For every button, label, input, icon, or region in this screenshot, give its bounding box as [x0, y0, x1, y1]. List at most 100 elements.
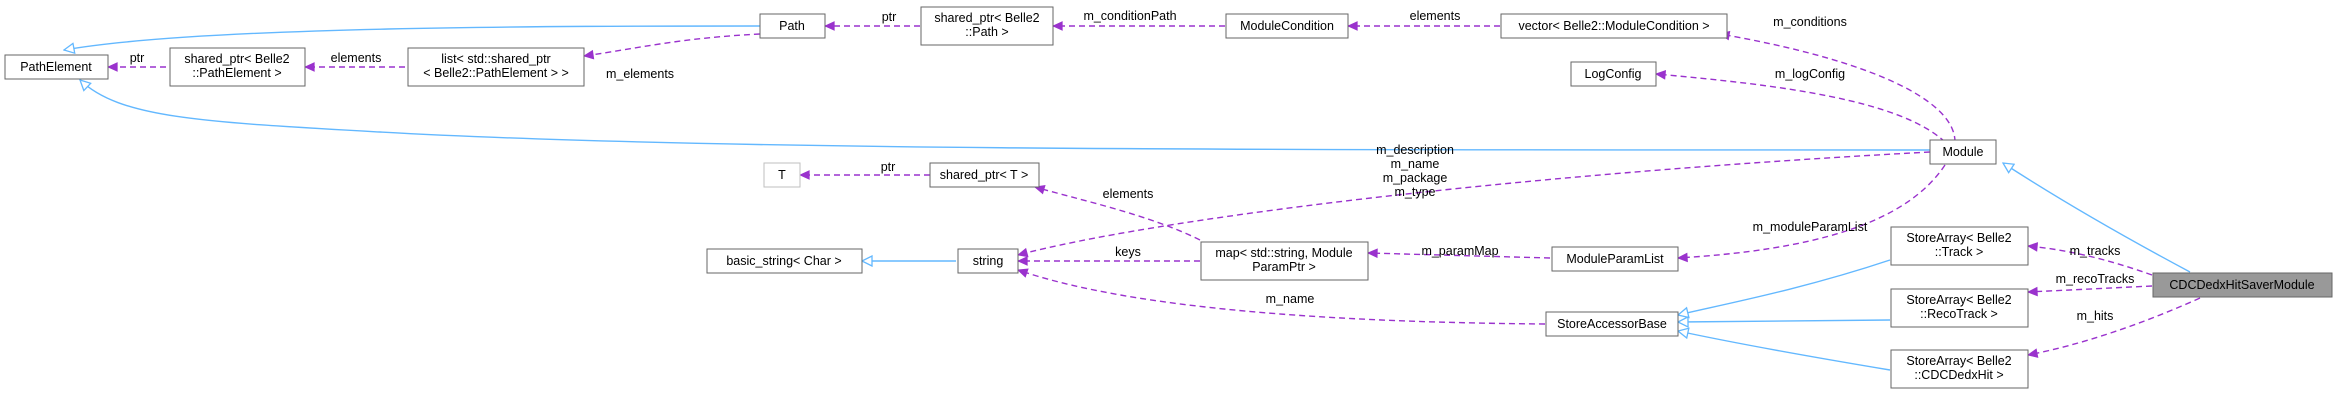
node-label: T [778, 168, 786, 182]
node-log-config[interactable]: LogConfig [1570, 61, 1657, 87]
text-line: CDCDedxHitSaverModule [2169, 278, 2314, 292]
node-list-shared-ptr[interactable]: list< std::shared_ptr< Belle2::PathEleme… [407, 47, 585, 87]
edge-m-reco-tracks [2028, 285, 2153, 292]
edge-label-ptr-path-element: ptr [130, 51, 145, 65]
node-t[interactable]: T [763, 162, 801, 188]
node-store-array-reco-track[interactable]: StoreArray< Belle2::RecoTrack > [1890, 288, 2029, 328]
text-line: m_moduleParamList [1753, 220, 1868, 234]
node-store-accessor-base[interactable]: StoreAccessorBase [1545, 311, 1679, 337]
text-line: m_description [1376, 143, 1454, 157]
edge-label-m-condition-path: m_conditionPath [1083, 9, 1176, 23]
node-label: shared_ptr< Belle2::Path > [934, 11, 1039, 39]
edge-m-conditions [1720, 34, 1956, 143]
node-module-param-list[interactable]: ModuleParamList [1551, 246, 1679, 272]
edge-label-elements-condition: elements [1410, 9, 1461, 23]
text-line: elements [1410, 9, 1461, 23]
node-string[interactable]: string [957, 248, 1019, 274]
text-line: m_package [1383, 171, 1448, 185]
node-store-array-cdc-dedx-hit[interactable]: StoreArray< Belle2::CDCDedxHit > [1890, 349, 2029, 389]
node-module-condition[interactable]: ModuleCondition [1225, 13, 1349, 39]
text-line: map< std::string, Module [1215, 246, 1352, 260]
edge-elements-string [1035, 187, 1201, 241]
edge-module-inherits-path-element [80, 80, 1931, 151]
edge-m-name-accessor [1018, 270, 1546, 325]
text-line: string [973, 254, 1004, 268]
edge-label-ptr-t: ptr [881, 160, 896, 174]
node-label: shared_ptr< Belle2::PathElement > [184, 52, 289, 80]
edge-m-elements [584, 33, 761, 56]
edge-labels: ptr elements m_elements ptr m_conditionP… [130, 9, 2135, 323]
node-label: ModuleParamList [1566, 252, 1664, 266]
text-line: ModuleParamList [1566, 252, 1664, 266]
node-shared-ptr-path[interactable]: shared_ptr< Belle2::Path > [920, 6, 1054, 46]
node-basic-string[interactable]: basic_string< Char > [706, 248, 863, 274]
node-label: shared_ptr< T > [940, 168, 1029, 182]
text-line: m_name [1391, 157, 1440, 171]
edges [64, 25, 2201, 371]
node-store-array-track[interactable]: StoreArray< Belle2::Track > [1890, 226, 2029, 266]
text-line: ::Path > [965, 25, 1008, 39]
text-line: vector< Belle2::ModuleCondition > [1518, 19, 1709, 33]
text-line: ParamPtr > [1252, 260, 1316, 274]
node-path[interactable]: Path [759, 13, 826, 39]
text-line: m_conditionPath [1083, 9, 1176, 23]
edge-module-strings [1018, 151, 1931, 255]
edge-label-m-conditions: m_conditions [1773, 15, 1847, 29]
node-module[interactable]: Module [1929, 139, 1997, 165]
node-label: ModuleCondition [1240, 19, 1334, 33]
edge-m-hits [2028, 297, 2201, 355]
edge-label-m-module-param-list: m_moduleParamList [1753, 220, 1868, 234]
node-label: StoreArray< Belle2::RecoTrack > [1906, 293, 2011, 321]
text-line: keys [1115, 245, 1141, 259]
text-line: m_elements [606, 67, 674, 81]
edge-label-keys: keys [1115, 245, 1141, 259]
node-label: LogConfig [1585, 67, 1642, 81]
text-line: ::PathElement > [192, 66, 281, 80]
text-line: m_paramMap [1421, 244, 1498, 258]
edge-label-m-reco-tracks: m_recoTracks [2056, 272, 2135, 286]
text-line: m_conditions [1773, 15, 1847, 29]
node-label: CDCDedxHitSaverModule [2169, 278, 2314, 292]
text-line: Path [779, 19, 805, 33]
edge-label-m-param-map: m_paramMap [1421, 244, 1498, 258]
edge-path-inherits-path-element [64, 25, 761, 50]
edge-label-m-log-config: m_logConfig [1775, 67, 1845, 81]
node-vector-module-condition[interactable]: vector< Belle2::ModuleCondition > [1500, 13, 1728, 39]
edge-m-log-config [1656, 74, 1946, 143]
edge-label-elements-path-element: elements [331, 51, 382, 65]
text-line: StoreArray< Belle2 [1906, 354, 2011, 368]
text-line: LogConfig [1585, 67, 1642, 81]
text-line: shared_ptr< Belle2 [184, 52, 289, 66]
edge-label-m-hits: m_hits [2077, 309, 2114, 323]
text-line: Module [1943, 145, 1984, 159]
node-shared-ptr-path-element[interactable]: shared_ptr< Belle2::PathElement > [169, 47, 306, 87]
text-line: ModuleCondition [1240, 19, 1334, 33]
node-shared-ptr-t[interactable]: shared_ptr< T > [929, 162, 1040, 188]
edge-label-m-elements: m_elements [606, 67, 674, 81]
node-label: StoreAccessorBase [1557, 317, 1667, 331]
text-line: m_recoTracks [2056, 272, 2135, 286]
edge-store-array-track-inherits-accessor [1678, 259, 1891, 315]
text-line: ptr [130, 51, 145, 65]
node-cdc-dedx-hit-saver-module[interactable]: CDCDedxHitSaverModule [2152, 272, 2333, 298]
text-line: StoreArray< Belle2 [1906, 293, 2011, 307]
edge-saver-inherits-module [2003, 163, 2191, 273]
text-line: ptr [881, 160, 896, 174]
edge-label-elements-string: elements [1103, 187, 1154, 201]
text-line: ptr [882, 10, 897, 24]
node-label: list< std::shared_ptr< Belle2::PathEleme… [423, 52, 569, 80]
node-label: StoreArray< Belle2::CDCDedxHit > [1906, 354, 2011, 382]
node-label: basic_string< Char > [726, 254, 841, 268]
text-line: m_tracks [2070, 244, 2121, 258]
node-label: string [973, 254, 1004, 268]
node-path-element[interactable]: PathElement [4, 54, 109, 80]
text-line: m_logConfig [1775, 67, 1845, 81]
edge-store-array-cdc-inherits-accessor [1678, 331, 1891, 371]
edge-label-ptr-path: ptr [882, 10, 897, 24]
node-label: StoreArray< Belle2::Track > [1906, 231, 2011, 259]
node-label: PathElement [20, 60, 92, 74]
